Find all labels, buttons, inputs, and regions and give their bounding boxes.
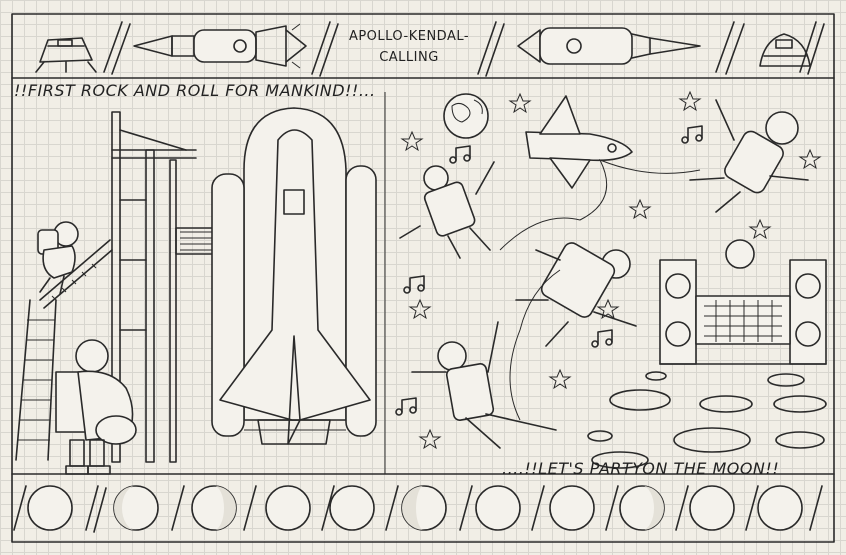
floating-astronaut-middle (515, 242, 637, 347)
astronaut-climbing (37, 221, 79, 295)
saturn-rocket-sideways-icon (133, 23, 307, 69)
launch-pad-scene (15, 107, 377, 475)
boarding-stairs (15, 239, 113, 461)
top-border (35, 21, 825, 77)
launch-gantry (111, 111, 281, 463)
floating-astronaut-upper-right (689, 99, 809, 213)
outer-frame (11, 13, 835, 543)
space-shuttle-on-pad (211, 107, 377, 445)
floating-astronaut-lower (411, 321, 557, 449)
astronaut-standing (55, 339, 137, 475)
saturn-rocket-sideways-right-icon (517, 27, 701, 65)
apollo-capsule-icon (759, 33, 811, 67)
moon-party-scene (395, 90, 827, 469)
space-shuttle-icon (525, 95, 633, 189)
moon-craters (587, 371, 827, 469)
floating-astronaut-upper-left (399, 161, 495, 259)
header-title-line-1: APOLLO-KENDAL- (348, 29, 470, 44)
bottom-border-moon-phases (13, 485, 823, 533)
music-note-icon (395, 125, 703, 416)
caption-left: !!FIRST ROCK AND ROLL FOR MANKIND!!... (14, 81, 376, 100)
planet-earth-icon (443, 93, 489, 139)
header-title-line-2: CALLING (379, 50, 439, 65)
dj-booth (659, 239, 827, 365)
lunar-module-icon (35, 37, 97, 73)
star-icon (400, 90, 822, 450)
header-title: APOLLO-KENDAL- CALLING (316, 26, 502, 68)
caption-right: ....!!LET'S PARTYON THE MOON!! (502, 459, 780, 478)
